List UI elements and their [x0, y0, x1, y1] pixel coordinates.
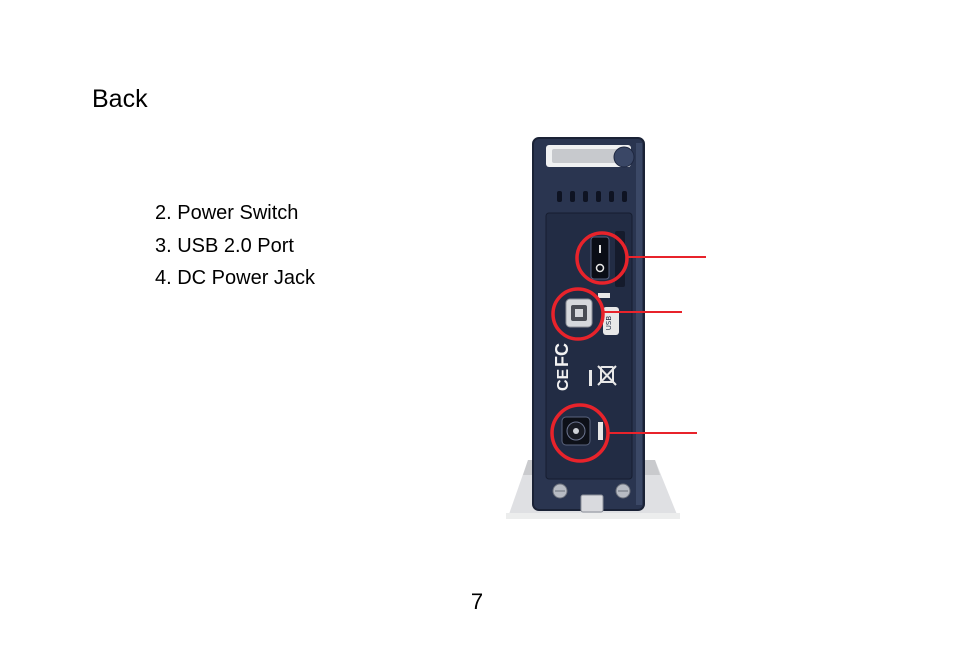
weee-bin-icon: [589, 365, 617, 386]
usb-port-icon: USB: [565, 293, 619, 335]
foot-clip: [580, 494, 604, 513]
list-item-usb-port: 3. USB 2.0 Port: [155, 234, 294, 257]
svg-text:USB: USB: [605, 316, 613, 331]
svg-text:CE: CE: [555, 368, 572, 391]
fcc-logo-icon: FC: [552, 343, 572, 367]
list-item-power-switch: 2. Power Switch: [155, 202, 299, 224]
callout-lines: [603, 256, 706, 434]
port-list: 2. Power Switch 3. USB 2.0 Port 4. DC Po…: [155, 197, 315, 295]
page-number: 7: [470, 589, 484, 614]
list-item-dc-jack: 4. DC Power Jack: [155, 267, 316, 289]
ce-mark-icon: CE: [555, 368, 572, 391]
section-title: Back: [92, 85, 148, 113]
device-back-figure: USB FC CE: [500, 135, 710, 530]
svg-text:FC: FC: [552, 343, 572, 367]
screw-right: [615, 483, 631, 499]
dc-jack-icon: [561, 416, 603, 446]
screw-left: [552, 483, 568, 499]
handle-slot: [546, 145, 635, 168]
highlight-usb-port: [551, 287, 605, 341]
vent-holes: [557, 191, 627, 202]
